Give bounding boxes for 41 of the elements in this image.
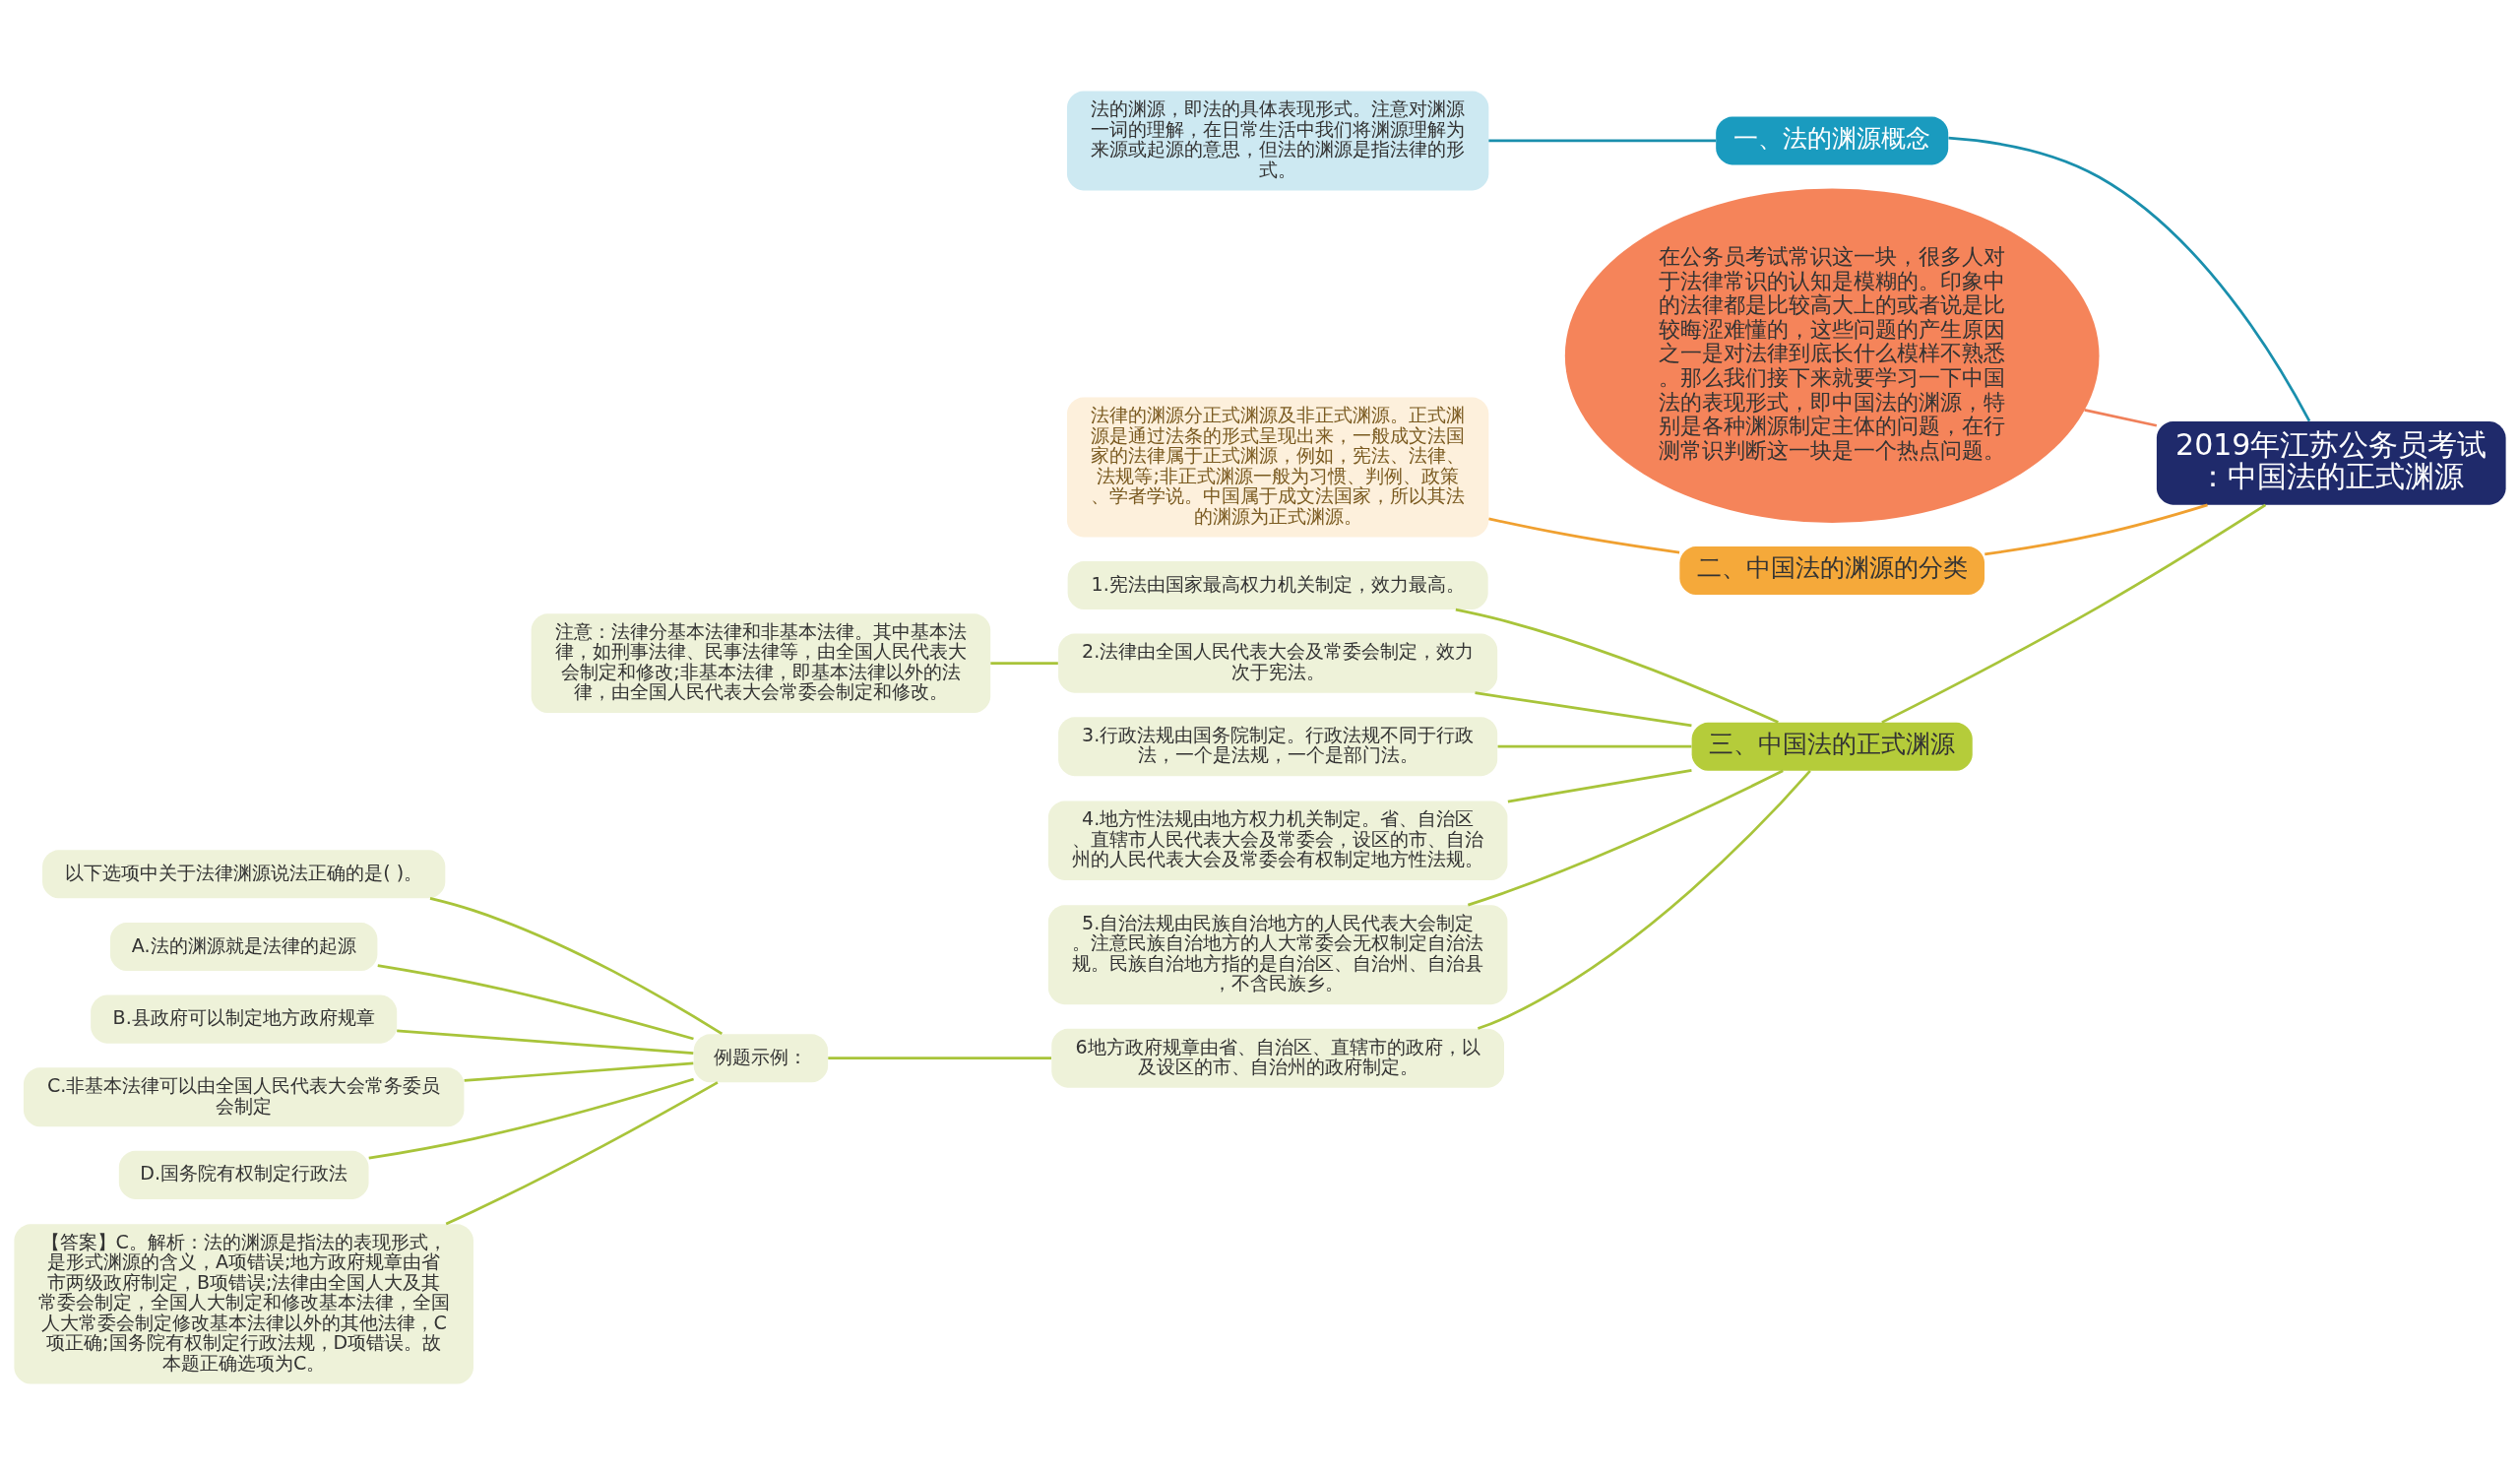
node-box: 二、中国法的渊源的分类 — [1679, 545, 1984, 595]
node-box: 3.行政法规由国务院制定。行政法规不同于行政法，一个是法规，一个是部门法。 — [1058, 716, 1498, 776]
node-box: 5.自治法规由民族自治地方的人民代表大会制定。注意民族自治地方的人大常委会无权制定自治法规。民族自治地方指的是自治区、自治州、自治县，不含民族乡。 — [1047, 904, 1508, 1004]
node-box: B.县政府可以制定地方政府规章 — [91, 994, 398, 1044]
node-box: 【答案】C。解析：法的渊源是指法的表现形式，是形式渊源的含义，A项错误;地方政府规章由省市两级政府制定，B项错误;法律由全国人大及其常委会制定，全国人大制定和修改基本法律，全国人大常委会制定修改基本法律以外的其他法律，C项正确;国务院有权制定行政法规，D项错误。故本题正确选项为C。 — [14, 1223, 473, 1384]
connector — [377, 963, 694, 1040]
node-box: 2019年江苏公务员考试：中国法的正式渊源 — [2156, 420, 2506, 505]
node-box: 法的渊源，即法的具体表现形式。注意对渊源一词的理解，在日常生活中我们将渊源理解为来源或起源的意思，但法的渊源是指法律的形式。 — [1066, 90, 1489, 190]
connector — [990, 661, 1058, 665]
connector — [445, 1080, 719, 1225]
node-box: 法律的渊源分正式渊源及非正式渊源。正式渊源是通过法条的形式呈现出来，一般成文法国家的法律属于正式渊源，例如，宪法、法律、法规等;非正式渊源一般为习惯、判例、政策、学者学说。中国属于成文法国家，所以其法的渊源为正式渊源。 — [1066, 397, 1489, 537]
connector — [1881, 503, 2267, 724]
connector — [1948, 136, 2311, 421]
connector — [429, 896, 724, 1035]
node-box: 2.法律由全国人民代表大会及常委会制定，效力次于宪法。 — [1058, 633, 1498, 693]
connector — [1488, 139, 1717, 142]
connector — [1455, 608, 1779, 724]
connector — [368, 1077, 694, 1160]
node-box: 以下选项中关于法律渊源说法正确的是( )。 — [42, 849, 446, 898]
node-box: 注意：法律分基本法律和非基本法律。其中基本法律，如刑事法律、民事法律等，由全国人民代表大会制定和修改;非基本法律，即基本法律以外的法律，由全国人民代表大会常委会制定和修改。 — [531, 612, 991, 713]
connector — [1475, 690, 1692, 727]
node-box: 例题示例： — [693, 1033, 829, 1082]
node-box: 1.宪法由国家最高权力机关制定，效力最高。 — [1067, 560, 1488, 609]
connector — [1477, 769, 1811, 1030]
connector — [1984, 503, 2208, 555]
node-box: C.非基本法律可以由全国人民代表大会常务委员会制定 — [23, 1066, 465, 1126]
node-box: 6地方政府规章由省、自治区、直辖市的政府，以及设区的市、自治州的政府制定。 — [1051, 1028, 1505, 1088]
node-ellipse: 在公务员考试常识这一块，很多人对于法律常识的认知是模糊的。印象中的法律都是比较高大上的或者说是比较晦涩难懂的，这些问题的产生原因之一是对法律到底长什么模样不熟悉。那么我们接下来就要学习一下中国法的表现形式，即中国法的渊源，特别是各种渊源制定主体的问题，在行测常识判断这一块是一个热点问题。 — [1564, 188, 2100, 523]
node-box: A.法的渊源就是法律的起源 — [109, 922, 378, 971]
connector — [2084, 408, 2158, 427]
connector — [464, 1060, 694, 1082]
connector — [828, 1056, 1051, 1059]
connector — [397, 1028, 694, 1055]
connector — [1497, 744, 1692, 748]
connector — [1467, 769, 1784, 906]
connector — [1488, 517, 1680, 553]
node-box: 三、中国法的正式渊源 — [1691, 722, 1973, 771]
node-box: D.国务院有权制定行政法 — [118, 1150, 369, 1199]
node-box: 4.地方性法规由地方权力机关制定。省、自治区、直辖市人民代表大会及常委会，设区的市、自治州的人民代表大会及常委会有权制定地方性法规。 — [1047, 800, 1508, 880]
connector — [1507, 768, 1692, 802]
node-box: 一、法的渊源概念 — [1716, 115, 1949, 164]
